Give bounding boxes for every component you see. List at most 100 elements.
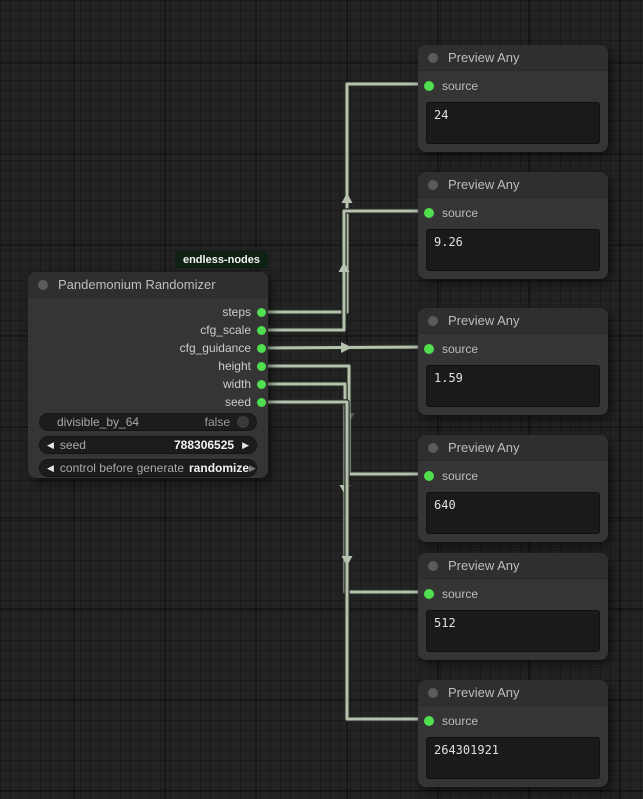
toggle-knob-icon[interactable] xyxy=(237,416,249,428)
output-slot-seed[interactable]: seed xyxy=(28,393,268,411)
output-dot-icon[interactable] xyxy=(257,325,266,335)
node-group-tag-label: endless-nodes xyxy=(182,253,260,266)
output-slot-cfg-guidance[interactable]: cfg_guidance xyxy=(28,339,268,357)
decrement-arrow-icon[interactable]: ◀ xyxy=(47,439,54,450)
widget-value: 788306525 xyxy=(174,438,235,452)
arrow-down-icon xyxy=(341,556,353,566)
preview-value-box[interactable]: 9.26 xyxy=(426,229,600,271)
node-header[interactable]: Preview Any xyxy=(418,553,608,579)
preview-value-box[interactable]: 512 xyxy=(426,610,600,652)
collapse-dot-icon[interactable] xyxy=(428,315,438,326)
output-slot-steps[interactable]: steps xyxy=(28,303,268,321)
preview-node-title: Preview Any xyxy=(448,440,520,455)
wire-cfg-guidance-to-preview-3 xyxy=(262,342,430,353)
source-input-label: source xyxy=(442,714,479,728)
widget-label: seed xyxy=(59,438,86,452)
node-group-tag: endless-nodes xyxy=(174,251,268,268)
input-dot-icon[interactable] xyxy=(424,208,434,218)
preview-node-3[interactable]: Preview Any source 1.59 xyxy=(418,308,608,415)
arrow-right-icon xyxy=(341,342,352,353)
output-slot-label: height xyxy=(218,359,251,373)
output-dot-icon[interactable] xyxy=(257,307,266,317)
preview-node-title: Preview Any xyxy=(448,558,520,573)
collapse-dot-icon[interactable] xyxy=(428,442,438,453)
preview-value: 512 xyxy=(434,616,456,630)
node-header[interactable]: Preview Any xyxy=(418,45,608,71)
node-header[interactable]: Preview Any xyxy=(418,172,608,198)
divisible-by-64-toggle[interactable]: divisible_by_64 false xyxy=(39,413,257,431)
source-input-slot[interactable]: source xyxy=(418,334,608,356)
output-dot-icon[interactable] xyxy=(257,361,266,371)
preview-value: 9.26 xyxy=(434,235,463,249)
widget-label: divisible_by_64 xyxy=(57,415,140,429)
node-header[interactable]: Preview Any xyxy=(418,308,608,334)
next-option-arrow-icon[interactable]: ▶ xyxy=(249,462,256,473)
wire-height-to-preview-4 xyxy=(263,363,429,477)
collapse-dot-icon[interactable] xyxy=(38,279,48,290)
wire-steps-to-preview-1 xyxy=(263,81,429,315)
input-dot-icon[interactable] xyxy=(424,81,434,91)
collapse-dot-icon[interactable] xyxy=(428,52,438,63)
preview-value-box[interactable]: 1.59 xyxy=(426,365,600,407)
source-input-slot[interactable]: source xyxy=(418,706,608,728)
preview-node-6[interactable]: Preview Any source 264301921 xyxy=(418,680,608,787)
arrow-down-icon xyxy=(339,485,351,495)
wire-cfg-scale-to-preview-2 xyxy=(263,208,429,333)
source-input-slot[interactable]: source xyxy=(418,198,608,220)
output-slots: steps cfg_scale cfg_guidance height widt… xyxy=(28,303,268,411)
preview-value-box[interactable]: 640 xyxy=(426,492,600,534)
preview-node-1[interactable]: Preview Any source 24 xyxy=(418,45,608,152)
source-input-slot[interactable]: source xyxy=(418,461,608,483)
output-dot-icon[interactable] xyxy=(257,397,266,407)
output-slot-label: cfg_scale xyxy=(200,323,251,337)
preview-value: 24 xyxy=(434,108,449,122)
wire-seed-to-preview-6 xyxy=(263,399,429,722)
widget-value: false xyxy=(204,415,230,429)
preview-node-2[interactable]: Preview Any source 9.26 xyxy=(418,172,608,279)
output-slot-label: seed xyxy=(224,395,251,409)
input-dot-icon[interactable] xyxy=(424,471,434,481)
output-dot-icon[interactable] xyxy=(257,343,266,353)
preview-node-4[interactable]: Preview Any source 640 xyxy=(418,435,608,542)
output-slot-width[interactable]: width xyxy=(28,375,268,393)
preview-value: 640 xyxy=(434,498,456,512)
seed-number-widget[interactable]: ◀ seed 788306525 ▶ xyxy=(39,436,257,454)
preview-node-title: Preview Any xyxy=(448,177,520,192)
source-input-slot[interactable]: source xyxy=(418,71,608,93)
preview-value-box[interactable]: 264301921 xyxy=(426,737,600,779)
collapse-dot-icon[interactable] xyxy=(428,687,438,698)
pandemonium-randomizer-node[interactable]: Pandemonium Randomizer steps cfg_scale c… xyxy=(28,272,268,478)
output-slot-label: width xyxy=(222,377,251,391)
preview-node-5[interactable]: Preview Any source 512 xyxy=(418,553,608,660)
output-slot-cfg-scale[interactable]: cfg_scale xyxy=(28,321,268,339)
node-header[interactable]: Preview Any xyxy=(418,435,608,461)
preview-value: 1.59 xyxy=(434,371,463,385)
collapse-dot-icon[interactable] xyxy=(428,179,438,190)
source-input-label: source xyxy=(442,469,479,483)
output-slot-label: steps xyxy=(222,305,251,319)
node-header[interactable]: Pandemonium Randomizer xyxy=(28,272,268,298)
preview-value: 264301921 xyxy=(434,743,500,757)
node-header[interactable]: Preview Any xyxy=(418,680,608,706)
control-before-generate-combo[interactable]: ◀ control before generate randomize ▶ xyxy=(39,459,257,477)
input-dot-icon[interactable] xyxy=(424,589,434,599)
preview-node-title: Preview Any xyxy=(448,685,520,700)
output-slot-label: cfg_guidance xyxy=(179,341,251,355)
arrow-up-icon xyxy=(341,193,353,203)
arrow-down-icon xyxy=(343,413,355,423)
input-dot-icon[interactable] xyxy=(424,716,434,726)
preview-value-box[interactable]: 24 xyxy=(426,102,600,144)
output-dot-icon[interactable] xyxy=(257,379,266,389)
prev-option-arrow-icon[interactable]: ◀ xyxy=(47,462,54,473)
input-dot-icon[interactable] xyxy=(424,344,434,354)
output-slot-height[interactable]: height xyxy=(28,357,268,375)
increment-arrow-icon[interactable]: ▶ xyxy=(242,439,249,450)
source-input-slot[interactable]: source xyxy=(418,579,608,601)
widget-value: randomize xyxy=(189,461,250,475)
source-input-label: source xyxy=(442,206,479,220)
widgets: divisible_by_64 false ◀ seed 788306525 ▶… xyxy=(28,413,268,482)
collapse-dot-icon[interactable] xyxy=(428,560,438,571)
node-title: Pandemonium Randomizer xyxy=(58,277,216,292)
widget-label: control before generate xyxy=(59,461,185,475)
